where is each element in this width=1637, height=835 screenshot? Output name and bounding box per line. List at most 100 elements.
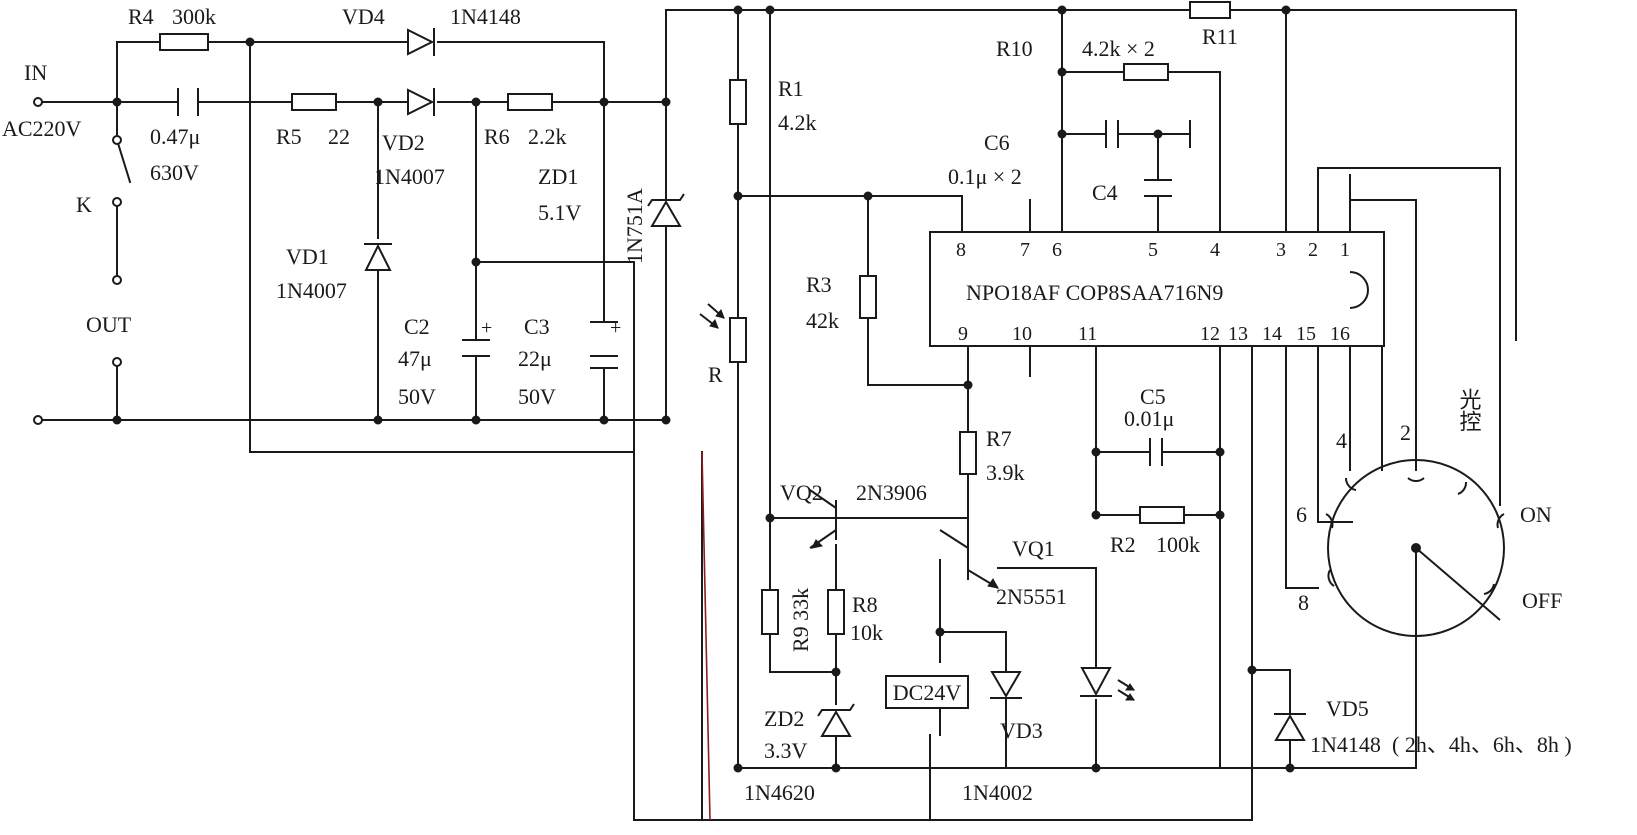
ic-pin-5: 5 <box>1148 239 1158 261</box>
vd5-ref: VD5 <box>1326 696 1369 721</box>
dial-pos-6: 6 <box>1296 502 1307 527</box>
label-ac: AC220V <box>2 116 82 141</box>
resistor-r10 <box>1123 63 1169 81</box>
ic-notch <box>1349 271 1369 309</box>
ic-pin-15: 15 <box>1296 323 1316 345</box>
dial-pos-4: 4 <box>1336 428 1347 453</box>
r5-ref: R5 <box>276 124 302 149</box>
wiring <box>41 9 1517 821</box>
c2-voltage: 50V <box>398 384 436 409</box>
resistor-r11 <box>1189 1 1231 19</box>
resistor-r7 <box>959 431 977 475</box>
capacitor-c3: + <box>590 317 621 369</box>
capacitor-c1 <box>177 88 199 116</box>
resistor-r4 <box>159 33 209 51</box>
vd2-part: 1N4007 <box>374 164 445 189</box>
dial-pos-on: ON <box>1520 502 1552 527</box>
label-out: OUT <box>86 312 132 337</box>
photoresistor-r <box>729 317 747 363</box>
labels: IN AC220V K OUT R4 300k 0.47μ 630V R5 22… <box>2 4 1572 805</box>
vd3-ref: VD3 <box>1000 718 1043 743</box>
switch-contact-top <box>112 135 122 145</box>
timer-selector-dial[interactable] <box>1327 459 1505 637</box>
dial-wiper <box>1415 547 1501 621</box>
led-indicator <box>1080 667 1135 701</box>
neutral-terminal <box>33 415 43 425</box>
resistor-r2 <box>1139 506 1185 524</box>
vq1-part: 2N5551 <box>996 584 1067 609</box>
resistor-r9 <box>761 589 779 635</box>
ic-pin-13: 13 <box>1228 323 1248 345</box>
c5-ref: C5 <box>1140 384 1166 409</box>
r1-ref: R1 <box>778 76 804 101</box>
ic-pin-8: 8 <box>956 239 966 261</box>
ic-name: NPO18AF COP8SAA716N9 <box>966 280 1223 305</box>
dial-pos-2: 2 <box>1400 420 1411 445</box>
r6-ref: R6 <box>484 124 510 149</box>
r8-value: 10k <box>850 620 883 645</box>
timer-note: ( 2h、4h、6h、8h ) <box>1392 732 1572 757</box>
r8-ref: R8 <box>852 592 878 617</box>
zener-zd2 <box>817 703 855 737</box>
ic-pin-10: 10 <box>1012 323 1032 345</box>
zd2-value: 3.3V <box>764 738 808 763</box>
diode-vd3 <box>990 671 1022 699</box>
resistor-r1 <box>729 79 747 125</box>
out-terminal-bottom <box>112 357 122 367</box>
r2-ref: R2 <box>1110 532 1136 557</box>
switch-contact-bottom <box>112 197 122 207</box>
transistor-vq2 <box>809 489 868 549</box>
label-switch-k: K <box>76 192 92 217</box>
diode-vd5 <box>1274 713 1306 741</box>
light-control-label: 光控 <box>1456 388 1482 432</box>
ic-pin-4: 4 <box>1210 239 1220 261</box>
r11-ref: R11 <box>1202 24 1238 49</box>
r2-value: 100k <box>1156 532 1200 557</box>
out-terminal-top <box>112 275 122 285</box>
zener-zd1 <box>647 193 685 227</box>
r1-value: 4.2k <box>778 110 817 135</box>
r3-value: 42k <box>806 308 839 333</box>
ic-pin-7: 7 <box>1020 239 1030 261</box>
dial-pos-8: 8 <box>1298 590 1309 615</box>
c2-ref: C2 <box>404 314 430 339</box>
ic-pin-3: 3 <box>1276 239 1286 261</box>
ic-pin-9: 9 <box>958 323 968 345</box>
r4-value: 300k <box>172 4 216 29</box>
svg-text:+: + <box>481 317 492 339</box>
c3-voltage: 50V <box>518 384 556 409</box>
vd5-part: 1N4148 <box>1310 732 1381 757</box>
r7-value: 3.9k <box>986 460 1025 485</box>
resistor-r5 <box>291 93 337 111</box>
red-trace <box>701 451 711 821</box>
c1-voltage: 630V <box>150 160 199 185</box>
resistor-r8 <box>827 589 845 635</box>
ic-pin-6: 6 <box>1052 239 1062 261</box>
c3-ref: C3 <box>524 314 550 339</box>
c3-value: 22μ <box>518 346 552 371</box>
ic-pin-14: 14 <box>1262 323 1282 345</box>
zd1-ref: ZD1 <box>538 164 578 189</box>
diode-vd1 <box>364 243 392 271</box>
zd1-part: 1N751A <box>622 188 647 264</box>
ic-pin-1: 1 <box>1340 239 1350 261</box>
resistor-r6 <box>507 93 553 111</box>
light-arrows-icon <box>699 303 725 329</box>
capacitor-c4 <box>1144 179 1172 197</box>
vd4-part: 1N4148 <box>450 4 521 29</box>
capacitor-c6 <box>1105 120 1191 148</box>
r6-value: 2.2k <box>528 124 567 149</box>
ic-pin-2: 2 <box>1308 239 1318 261</box>
r7-ref: R7 <box>986 426 1012 451</box>
relay-coil <box>885 675 969 709</box>
vq2-ref: VQ2 <box>780 480 823 505</box>
dial-pos-off: OFF <box>1522 588 1562 613</box>
vq1-ref: VQ1 <box>1012 536 1055 561</box>
zd2-ref: ZD2 <box>764 706 804 731</box>
vd3-part: 1N4002 <box>962 780 1033 805</box>
c6-value: 0.1μ × 2 <box>948 164 1022 189</box>
ic-chip <box>929 231 1385 347</box>
r-ref: R <box>708 362 723 387</box>
